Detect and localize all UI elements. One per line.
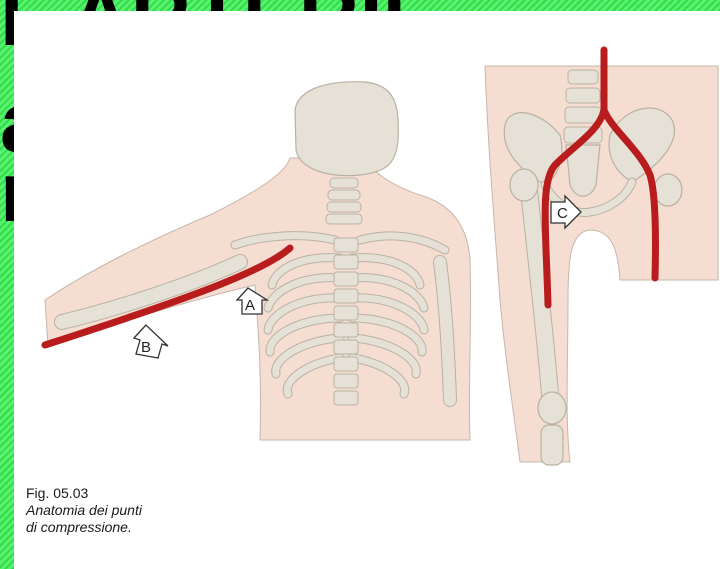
caption-line-2: di compressione. [26, 519, 142, 536]
right-femur-head [654, 174, 682, 206]
head [295, 82, 398, 176]
marker-a-label: A [245, 297, 255, 314]
left-femur-head [510, 169, 538, 201]
caption-line-1: Anatomia dei punti [26, 502, 142, 519]
lumbar-spine [564, 70, 602, 143]
tibia [541, 425, 563, 465]
patella [538, 392, 566, 424]
figure-number: Fig. 05.03 [26, 485, 142, 502]
marker-b-label: B [141, 339, 151, 356]
marker-b: B [134, 325, 168, 358]
marker-c-label: C [557, 205, 568, 222]
figure-caption: Fig. 05.03 Anatomia dei punti di compres… [26, 485, 142, 536]
